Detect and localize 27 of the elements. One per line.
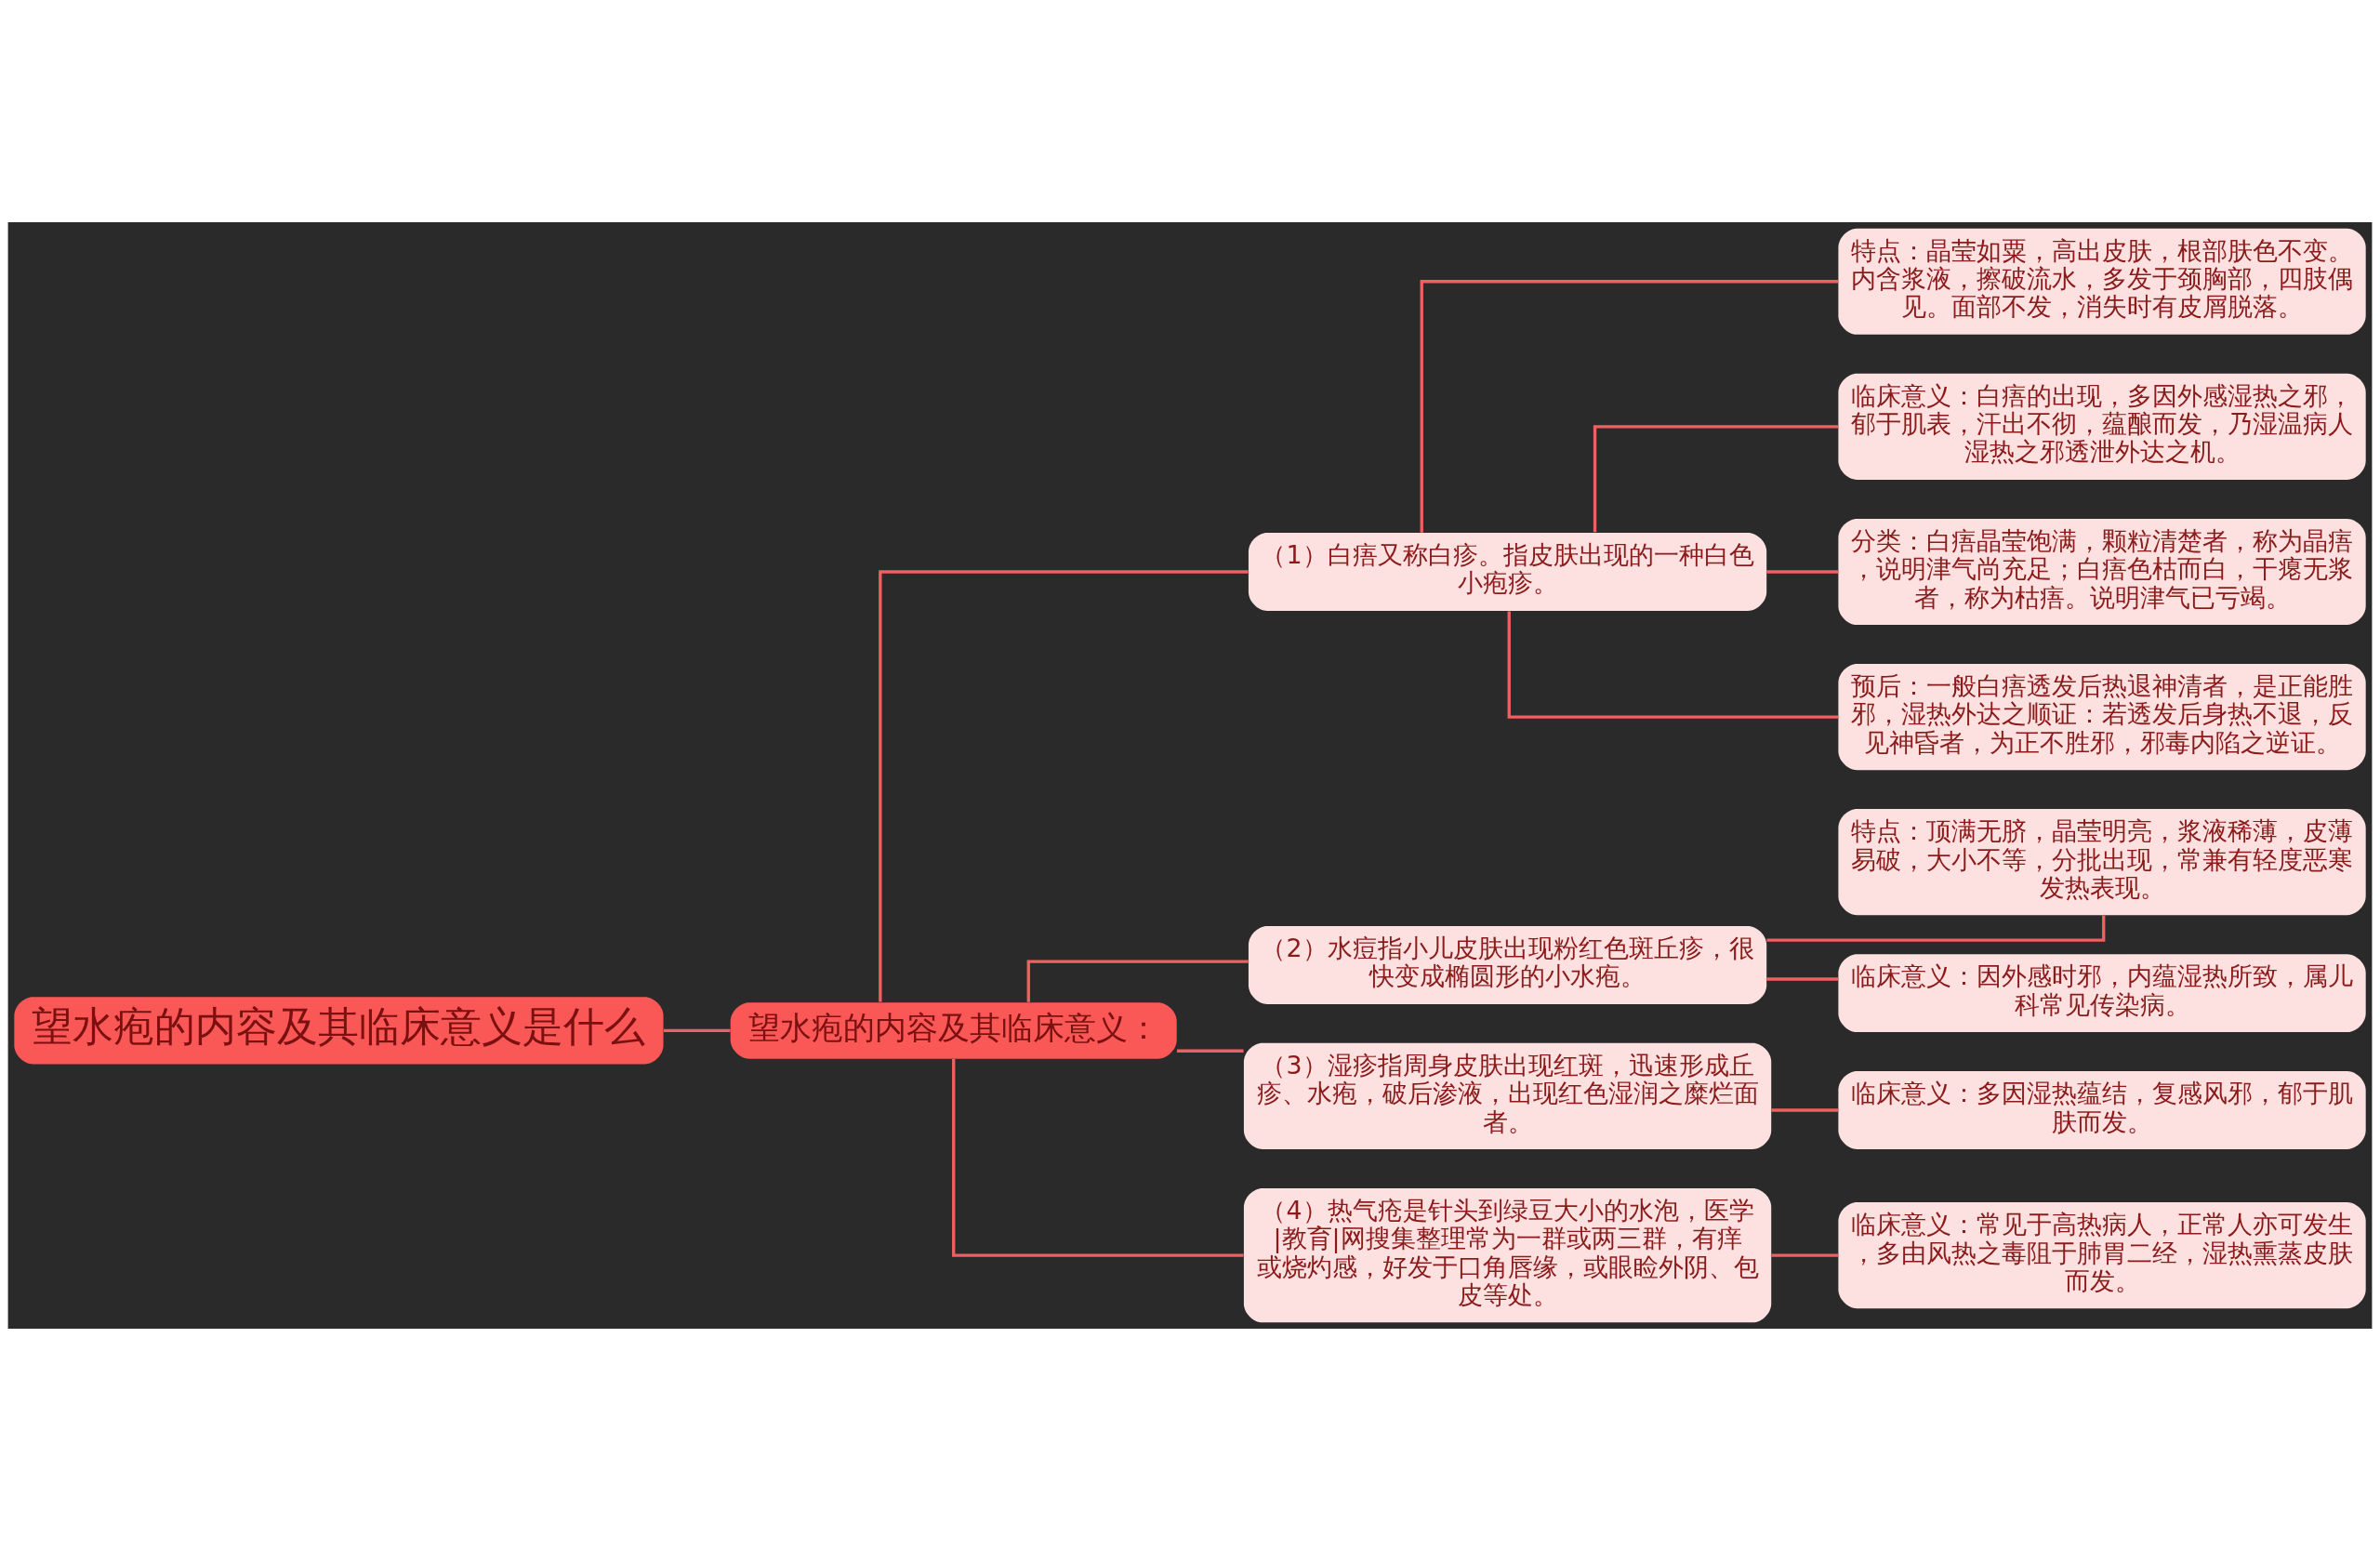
- connector: [1026, 959, 1249, 1002]
- node-box: 望水疱的内容及其临床意义是什么: [14, 996, 664, 1064]
- node-box: 临床意义：常见于高热病人，正常人亦可发生，多由风热之毒阻于肺胃二经，湿热熏蒸皮肤而发。: [1838, 1201, 2366, 1308]
- connector: [879, 569, 1249, 1002]
- connector: [1766, 976, 1839, 981]
- connector: [1766, 915, 2106, 942]
- node-box: （1）白痦又称白疹。指皮肤出现的一种白色小疱疹。: [1248, 532, 1767, 611]
- connector: [1766, 569, 1839, 574]
- node-box: 临床意义：因外感时邪，内蕴湿热所致，属儿科常见传染病。: [1838, 953, 2366, 1032]
- connector: [1420, 279, 1839, 533]
- node-box: （3）湿疹指周身皮肤出现红斑，迅速形成丘疹、水疱，破后渗液，出现红色湿润之糜烂面者。: [1243, 1042, 1772, 1149]
- node-box: 特点：晶莹如粟，高出皮肤，根部肤色不变。内含浆液，擦破流水，多发于颈胸部，四肢偶见。面部不发，消失时有皮屑脱落。: [1838, 228, 2366, 335]
- node-box: 临床意义：白痦的出现，多因外感湿热之邪，郁于肌表，汗出不彻，蕴酿而发，乃湿温病人湿热之邪透泄外达之机。: [1838, 373, 2366, 480]
- node-box: 临床意义：多因湿热蕴结，复感风邪，郁于肌肤而发。: [1838, 1070, 2366, 1149]
- connector: [1593, 424, 1839, 532]
- connector: [663, 1028, 731, 1032]
- connector: [952, 1058, 1244, 1257]
- node-box: 分类：白痦晶莹饱满，颗粒清楚者，称为晶痦，说明津气尚充足；白痦色枯而白，干瘪无浆者，称为枯痦。说明津气已亏竭。: [1838, 518, 2366, 625]
- node-box: （4）热气疮是针头到绿豆大小的水泡，医学|教育|网搜集整理常为一群或两三群，有痒或烧灼感，好发于口角唇缘，或眼睑外阴、包皮等处。: [1243, 1187, 1772, 1322]
- node-box: （2）水痘指小儿皮肤出现粉红色斑丘疹，很快变成椭圆形的小水疱。: [1248, 925, 1767, 1004]
- node-box: 特点：顶满无脐，晶莹明亮，浆液稀薄，皮薄易破，大小不等，分批出现，常兼有轻度恶寒发热表现。: [1838, 808, 2366, 915]
- node-box: 预后：一般白痦透发后热退神清者，是正能胜邪，湿热外达之顺证：若透发后身热不退，反见神昏者，为正不胜邪，邪毒内陷之逆证。: [1838, 663, 2366, 770]
- connector: [1176, 1049, 1244, 1053]
- connector: [1771, 1107, 1839, 1112]
- connector: [1771, 1252, 1839, 1257]
- node-box: 望水疱的内容及其临床意义：: [730, 1001, 1177, 1059]
- connector: [1507, 611, 1839, 719]
